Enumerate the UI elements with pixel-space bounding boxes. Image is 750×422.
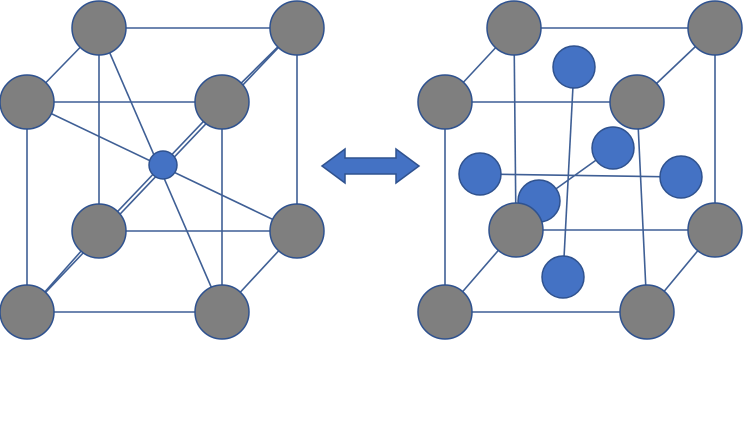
corner-atom: [269, 203, 325, 259]
corner-atom: [687, 0, 743, 56]
body-center-atom: [148, 150, 178, 180]
fcc-unit-cell: [417, 0, 743, 340]
double-arrow-icon: [320, 147, 421, 185]
face-center-atom: [458, 152, 502, 196]
bcc-unit-cell: [0, 0, 325, 340]
corner-atom: [194, 74, 250, 130]
lattice-edge: [513, 27, 517, 231]
corner-atom: [417, 284, 473, 340]
face-center-atom: [541, 255, 585, 299]
face-center-link: [479, 173, 682, 178]
corner-atom: [0, 74, 55, 130]
face-center-link: [562, 66, 575, 278]
lattice-edge: [636, 101, 648, 313]
corner-atom: [687, 202, 743, 258]
corner-atom: [71, 203, 127, 259]
face-center-atom: [552, 45, 596, 89]
corner-atom: [269, 0, 325, 56]
face-center-atom: [591, 126, 635, 170]
corner-atom: [71, 0, 127, 56]
corner-atom: [488, 202, 544, 258]
corner-atom: [417, 74, 473, 130]
corner-atom: [486, 0, 542, 56]
corner-atom: [619, 284, 675, 340]
corner-atom: [0, 284, 55, 340]
double-arrow-shape: [320, 147, 421, 185]
corner-atom: [609, 74, 665, 130]
face-center-atom: [659, 155, 703, 199]
corner-atom: [194, 284, 250, 340]
